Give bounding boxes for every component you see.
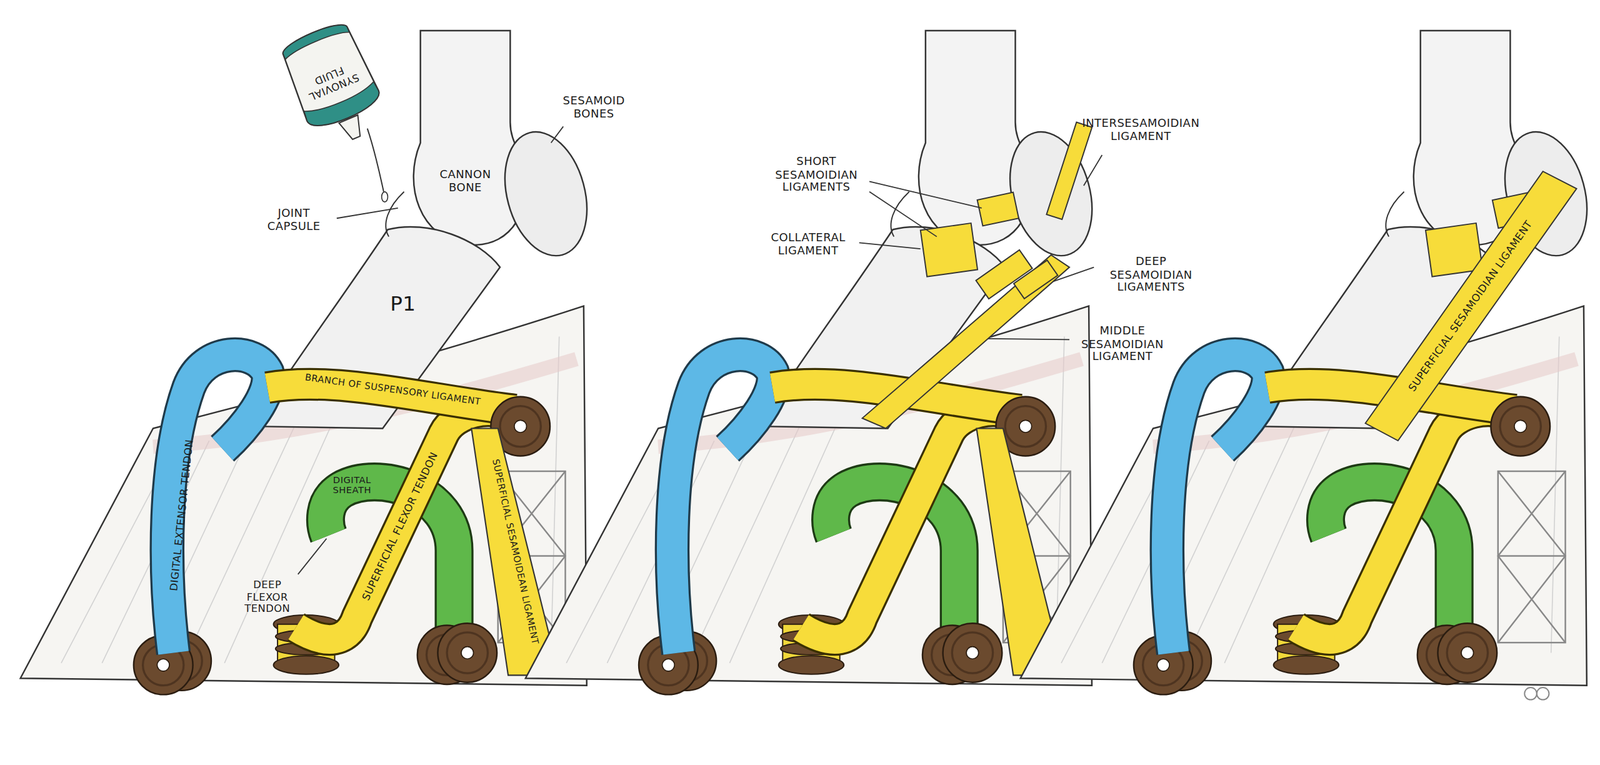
part-label: DEEP FLEXOR TENDON — [231, 579, 304, 615]
part-label: MIDDLE SESAMOIDIAN LIGAMENT — [1071, 325, 1174, 365]
part-label: DEEP SESAMOIDIAN LIGAMENTS — [1095, 256, 1208, 295]
part-label: P1 — [390, 292, 416, 317]
part-label: CANNON BONE — [429, 168, 501, 195]
part-label: DIGITAL SHEATH — [325, 475, 379, 497]
part-label: JOINT CAPSULE — [253, 207, 335, 234]
part-label: SESAMOID BONES — [553, 95, 635, 121]
part-label: SHORT SESAMOIDIAN LIGAMENTS — [760, 156, 873, 195]
part-label: COLLATERAL LIGAMENT — [760, 231, 857, 258]
part-label: INTERSESAMOIDIAN LIGAMENT — [1069, 117, 1213, 144]
